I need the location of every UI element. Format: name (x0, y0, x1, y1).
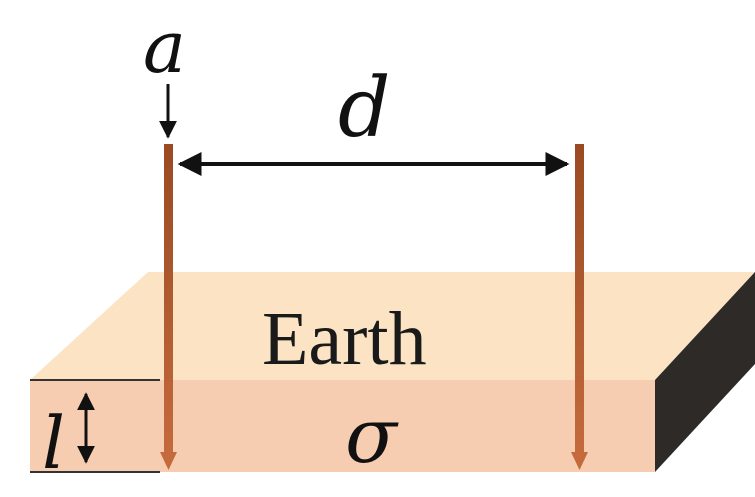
slab-top-face (30, 272, 755, 380)
separation-label: d (338, 61, 391, 156)
rod-radius-label: a (143, 5, 186, 89)
slab-side-face (655, 272, 755, 472)
depth-label: l (42, 401, 65, 485)
conductivity-label: σ (345, 391, 399, 480)
slab-front-face (30, 380, 655, 472)
electrode-right (571, 144, 588, 470)
electrode-left (160, 144, 177, 470)
earth-slab (30, 272, 755, 472)
depth-marker (30, 379, 160, 473)
earth-label: Earth (262, 297, 427, 381)
